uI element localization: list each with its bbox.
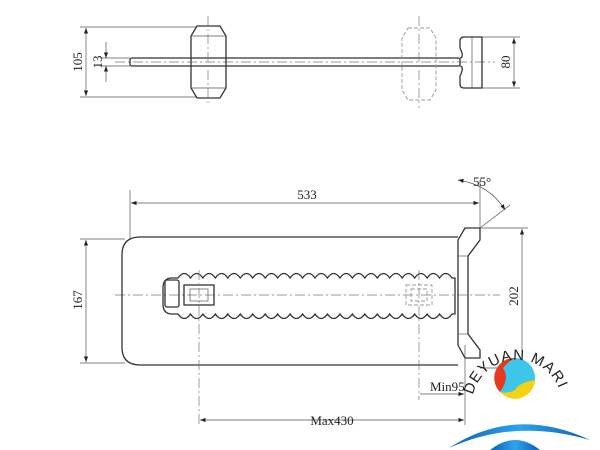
slider-block-alt-position (401, 27, 437, 101)
toothed-slot (162, 272, 456, 320)
dim-105: 105 (70, 52, 85, 72)
top-view: 105 13 80 (70, 16, 520, 108)
dim-min95: Min95 (430, 379, 465, 394)
end-cap (457, 227, 481, 359)
dim-167: 167 (70, 290, 85, 310)
rod (129, 57, 461, 67)
handle-head (459, 36, 483, 89)
dim-533: 533 (297, 187, 317, 202)
base-plate (121, 236, 458, 366)
logo-wave (449, 424, 590, 448)
dim-13: 13 (90, 56, 105, 69)
dim-80: 80 (498, 56, 513, 69)
slider-block (190, 25, 227, 99)
dim-max430: Max430 (310, 413, 353, 428)
front-view: 533 55° 167 202 Min95 Max430 (70, 174, 528, 428)
slot-end (164, 279, 180, 308)
dim-202: 202 (506, 286, 521, 306)
dim-angle: 55° (473, 174, 491, 189)
